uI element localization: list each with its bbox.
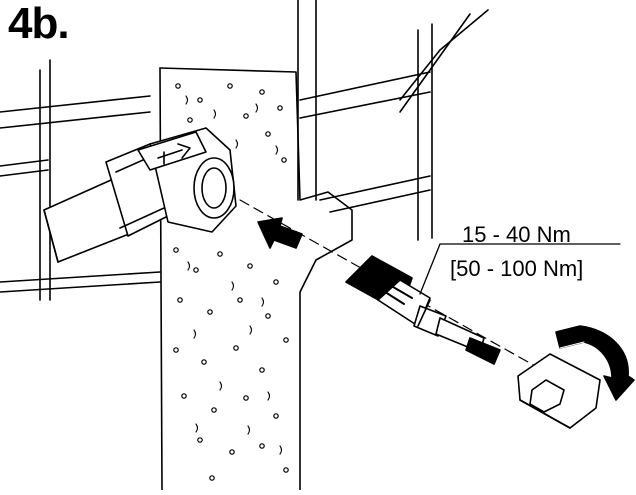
valve-cartridge [345,255,501,365]
rotate-arrow-icon [555,325,635,401]
torque-range-label: 15 - 40 Nm [462,222,571,247]
torque-range-alt-label: [50 - 100 Nm] [450,256,584,281]
plaster-cutout [159,67,353,491]
step-label: 4b. [8,0,70,48]
insert-arrow-icon [257,217,303,249]
tile-wall-right [297,0,489,241]
torque-leader [419,243,621,295]
flow-arrow-icon [157,143,191,165]
hex-key-tool [517,353,601,429]
tile-wall-left [0,59,161,301]
